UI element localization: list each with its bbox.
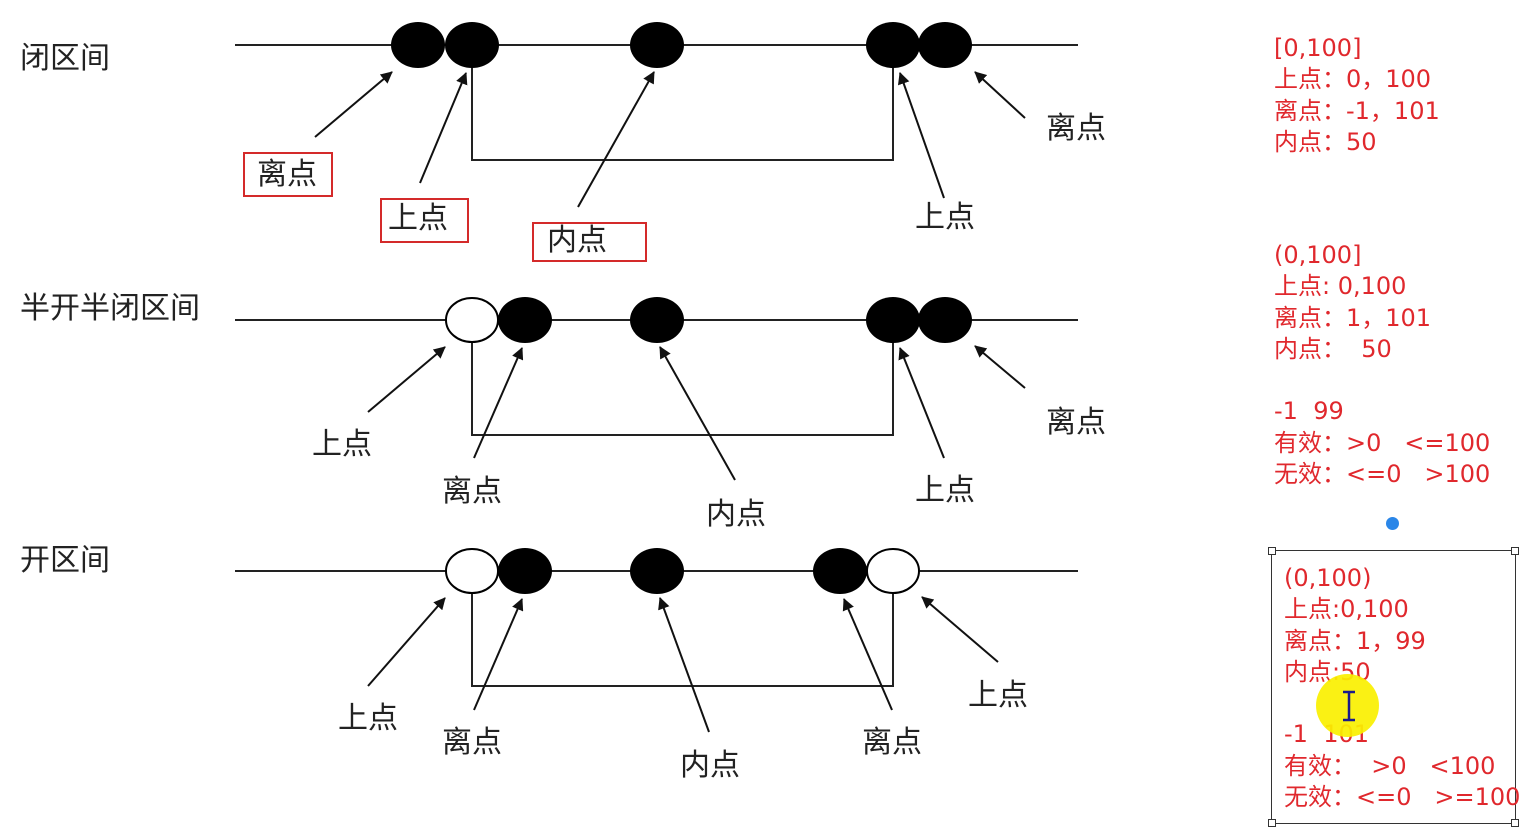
point-filled [391,22,445,68]
selected-text-box[interactable] [1268,547,1519,827]
label: 离点 [862,725,922,760]
resize-handle-top-left[interactable] [1268,547,1276,555]
highlight-box [380,198,469,243]
point-filled [866,22,920,68]
point-open [866,548,920,594]
range-bracket [471,320,894,436]
cursor-highlight [1316,674,1379,737]
range-bracket [471,571,894,687]
note-line: 上点: 0,100 [1274,272,1407,301]
point-filled [630,297,684,343]
label: 内点 [680,748,740,783]
resize-handle-bottom-right[interactable] [1511,819,1519,827]
arrow [921,596,999,663]
label: 内点 [547,223,607,258]
note-line: 无效：<=0 >100 [1274,460,1491,489]
point-open [445,297,499,343]
arrow [897,72,945,199]
row-open-interval: 开区间 上点 离点 内点 离点 上点 [20,543,1078,783]
point-filled [498,548,552,594]
point-open [445,548,499,594]
resize-handle-top-right[interactable] [1511,547,1519,555]
arrow [473,598,524,711]
label: 上点 [388,201,448,236]
arrow [367,346,446,413]
arrow [974,71,1026,119]
note-line[interactable]: 离点：1，99 [1284,626,1426,655]
note-line[interactable]: 有效： >0 <100 [1284,751,1496,780]
point-filled [445,22,499,68]
note-line: 有效：>0 <=100 [1274,428,1491,457]
row-title: 开区间 [20,543,110,578]
notes-open-interval[interactable]: (0,100) 上点:0,100 离点：1，99 内点:50 -1 101 有效… [1284,563,1520,813]
notes-closed-interval: [0,100] 上点：0，100 离点：-1，101 内点：50 [1274,33,1440,158]
note-line: [0,100] [1274,34,1362,62]
resize-handle-bottom-left[interactable] [1268,819,1276,827]
point-filled [813,548,867,594]
note-line [1274,365,1490,396]
label: 上点 [915,473,975,508]
point-filled [630,22,684,68]
label: 离点 [257,157,317,192]
arrow [473,347,524,459]
note-line[interactable]: -1 101 [1284,720,1369,749]
note-line: 离点：1，101 [1274,303,1432,332]
arrow [314,71,393,138]
label: 离点 [442,725,502,760]
notes-half-open-interval: (0,100] 上点: 0,100 离点：1，101 内点： 50 -1 99 … [1274,240,1490,490]
point-filled [866,297,920,343]
rotate-handle-icon[interactable] [1386,517,1399,530]
arrow [898,347,945,459]
point-filled [918,22,972,68]
note-line: 离点：-1，101 [1274,96,1440,125]
label: 上点 [915,200,975,235]
note-line: 上点：0，100 [1274,65,1432,94]
label: 离点 [1046,111,1106,146]
point-filled [630,548,684,594]
highlight-box [532,222,647,262]
label: 上点 [968,678,1028,713]
note-line[interactable]: 上点:0,100 [1284,595,1409,624]
arrow [577,71,655,208]
highlight-box [243,152,333,197]
note-line[interactable]: 无效：<=0 >=100 [1284,783,1521,812]
row-title: 闭区间 [20,41,110,76]
arrow [419,72,468,184]
label: 上点 [338,701,398,736]
arrow [658,597,710,733]
row-closed-interval: 闭区间 离点 上点 内点 上点 离点 [20,22,1106,262]
label: 内点 [706,497,766,532]
row-half-open-interval: 半开半闭区间 上点 离点 内点 上点 离点 [20,291,1106,532]
point-filled [918,297,972,343]
note-line: -1 99 [1274,397,1344,426]
label: 离点 [1046,405,1106,440]
note-line[interactable]: (0,100) [1284,564,1372,592]
note-line: 内点：50 [1274,127,1377,156]
arrow [659,346,736,481]
arrow [367,597,446,687]
note-line: 内点： 50 [1274,334,1392,363]
label: 上点 [312,427,372,462]
note-line[interactable]: 内点:50 [1284,657,1371,686]
point-filled [498,297,552,343]
label: 离点 [442,474,502,509]
arrow [974,345,1026,389]
note-line: (0,100] [1274,241,1362,269]
row-title: 半开半闭区间 [20,291,200,326]
text-cursor-icon [1343,690,1355,722]
range-bracket [471,45,894,161]
arrow [842,598,893,711]
